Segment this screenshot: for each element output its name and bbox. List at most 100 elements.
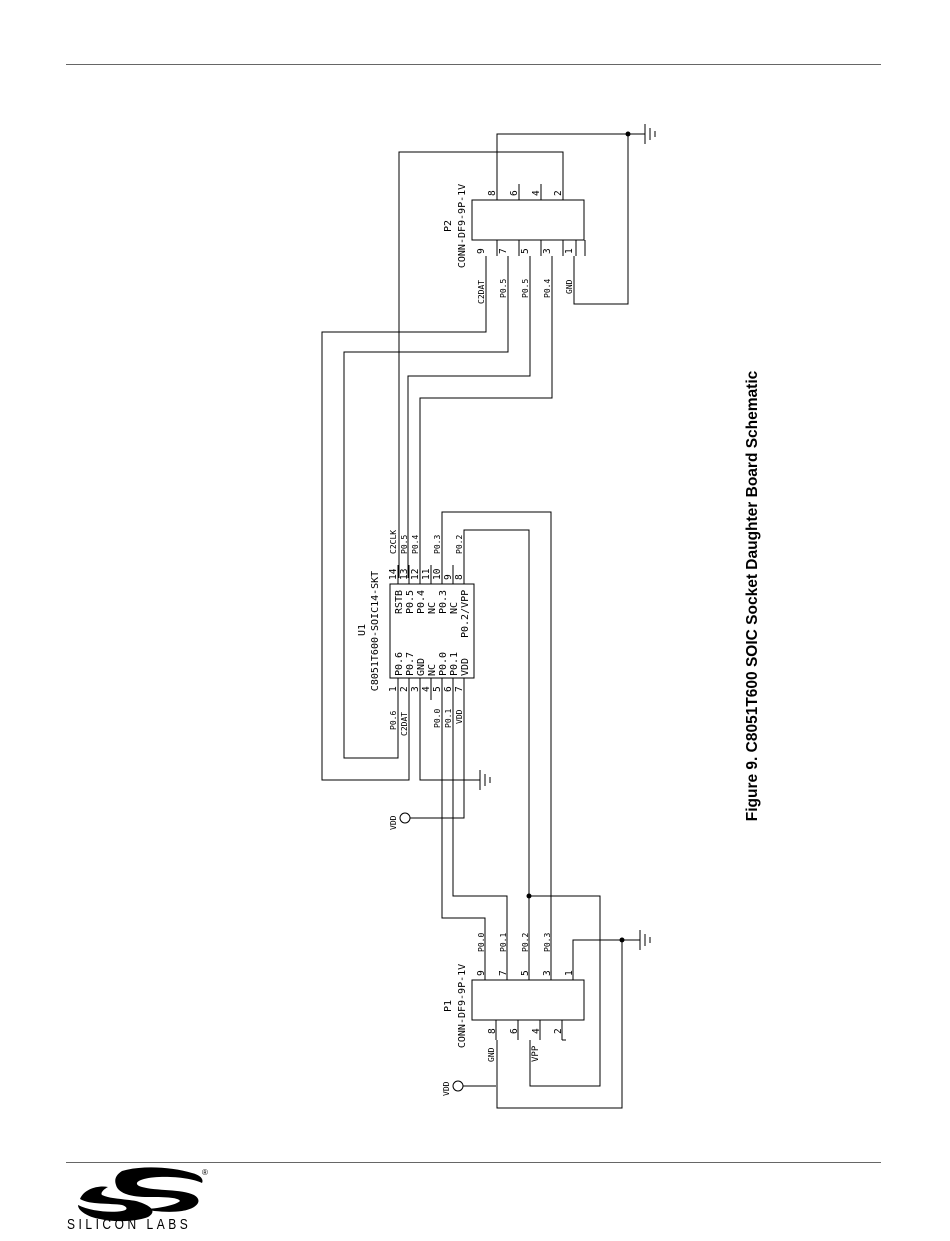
wire-c2dat — [321, 256, 487, 781]
u1-right-name-8: P0.2/VPP — [460, 590, 471, 638]
silicon-labs-logo-icon: ® — [78, 1167, 208, 1222]
p1-connector-body — [471, 979, 585, 1021]
footer-rule — [66, 1162, 881, 1163]
header-rule — [66, 64, 881, 65]
u1-right-name-12: P0.4 — [416, 590, 427, 614]
u1-right-pin-10: 10 — [432, 568, 443, 580]
u1-right-name-11: NC — [427, 602, 438, 614]
logo-wordmark: SILICON LABS — [67, 1216, 192, 1233]
p1-ref: P1 — [443, 1000, 454, 1012]
u1-left-name-1: P0.6 — [394, 652, 405, 676]
p1-top-pin-3: 3 — [542, 970, 553, 976]
u1-ic-body — [389, 583, 475, 679]
wire-vpp-loop — [529, 895, 601, 1087]
figure-caption: Figure 9. C8051T600 SOIC Socket Daughter… — [744, 370, 761, 822]
wire-p05 — [343, 256, 509, 759]
u1-right-name-14: RSTB — [394, 590, 405, 614]
p2-bottom-pin-5: 5 — [520, 248, 531, 254]
p1-net-p03: P0.3 — [543, 933, 552, 952]
p2-top-pin-4: 4 — [531, 190, 542, 196]
registered-mark: ® — [202, 1168, 208, 1177]
p2-ref: P2 — [443, 220, 454, 232]
p1-bottom-pin-2: 2 — [553, 1028, 564, 1034]
junction-dot — [619, 937, 625, 943]
u1-net-p03: P0.3 — [433, 535, 442, 554]
u1-right-pin-9: 9 — [443, 574, 454, 580]
wire-p01 — [452, 700, 508, 978]
p2-net-c2dat: C2DAT — [477, 280, 486, 304]
p1-bottom-pin-8: 8 — [487, 1028, 498, 1034]
p1-top-pin-stubs — [484, 964, 574, 980]
u1-left-name-7: VDD — [460, 658, 471, 676]
wire-u1-vdd — [410, 700, 465, 819]
p2-bottom-pin-3: 3 — [542, 248, 553, 254]
wire-p00 — [441, 700, 486, 978]
p2-bottom-pin-1: 1 — [564, 248, 575, 254]
p2-part: CONN-DF9-9P-1V — [457, 184, 468, 268]
p2-net-p05: P0.5 — [499, 279, 508, 298]
u1-right-pin-13: 13 — [399, 569, 410, 580]
p2-net-p05b: P0.5 — [521, 279, 530, 298]
u1-net-p00: P0.0 — [433, 709, 442, 728]
u1-right-name-9: NC — [449, 602, 460, 614]
u1-ref: U1 — [357, 624, 368, 636]
p1-net-gnd: GND — [487, 1047, 496, 1062]
ground-symbol-u1 — [479, 770, 491, 790]
p1-top-pin-5: 5 — [520, 970, 531, 976]
u1-net-p02: P0.2 — [455, 535, 464, 554]
u1-left-pin-7: 7 — [454, 686, 465, 692]
wire-p2-gnd-loop — [496, 133, 629, 305]
p1-net-p00: P0.0 — [477, 933, 486, 952]
u1-left-pin-2: 2 — [399, 686, 410, 692]
u1-net-p05: P0.5 — [400, 535, 409, 554]
u1-left-name-3: GND — [416, 658, 427, 676]
p1-net-p01: P0.1 — [499, 933, 508, 952]
p1-net-p02: P0.2 — [521, 933, 530, 952]
u1-net-p06: P0.6 — [389, 711, 398, 730]
p2-pin-stubs — [496, 184, 586, 256]
u1-left-pin-6: 6 — [443, 686, 454, 692]
vdd-label-u1: VDD — [389, 815, 398, 830]
p1-bottom-pin-6: 6 — [509, 1028, 520, 1034]
p1-top-pin-1: 1 — [564, 970, 575, 976]
wire-p03 — [441, 511, 552, 978]
junction-dot — [625, 131, 631, 137]
wire-p02 — [463, 529, 530, 978]
u1-left-name-2: P0.7 — [405, 652, 416, 676]
p2-connector-body — [471, 199, 585, 241]
u1-left-pin-3: 3 — [410, 686, 421, 692]
u1-right-pin-stubs — [397, 565, 465, 584]
wire-p04 — [419, 256, 553, 578]
ground-symbol-p2 — [628, 124, 656, 144]
u1-left-pin-stubs — [397, 678, 465, 700]
u1-right-pin-8: 8 — [454, 574, 465, 580]
u1-net-vdd: VDD — [455, 709, 464, 724]
u1-left-name-5: P0.0 — [438, 652, 449, 676]
ground-symbol-p1 — [622, 930, 651, 950]
p2-top-pin-2: 2 — [553, 190, 564, 196]
p2-top-pin-8: 8 — [487, 190, 498, 196]
u1-right-name-10: P0.3 — [438, 590, 449, 614]
u1-net-c2clk: C2CLK — [389, 530, 398, 554]
u1-net-p01: P0.1 — [444, 709, 453, 728]
u1-left-name-4: NC — [427, 664, 438, 676]
p2-top-pin-6: 6 — [509, 190, 520, 196]
u1-left-pin-4: 4 — [421, 686, 432, 692]
u1-net-c2dat: C2DAT — [400, 712, 409, 736]
u1-left-name-6: P0.1 — [449, 652, 460, 676]
u1-net-p04: P0.4 — [411, 535, 420, 554]
p2-bottom-pin-9: 9 — [476, 248, 487, 254]
p2-net-gnd: GND — [565, 279, 574, 294]
wire-p1-gnd — [496, 939, 623, 1109]
p1-top-pin-7: 7 — [498, 970, 509, 976]
p1-bottom-pin-stubs — [495, 1020, 566, 1041]
u1-right-pin-12: 12 — [410, 569, 421, 580]
p1-bottom-pin-4: 4 — [531, 1028, 542, 1034]
vdd-terminal-u1 — [399, 812, 411, 824]
p1-top-pin-9: 9 — [476, 970, 487, 976]
u1-right-pin-14: 14 — [388, 568, 399, 580]
u1-part: C8051T600-SOIC14-SKT — [370, 571, 381, 691]
u1-left-pin-5: 5 — [432, 686, 443, 692]
junction-dot — [526, 893, 532, 899]
